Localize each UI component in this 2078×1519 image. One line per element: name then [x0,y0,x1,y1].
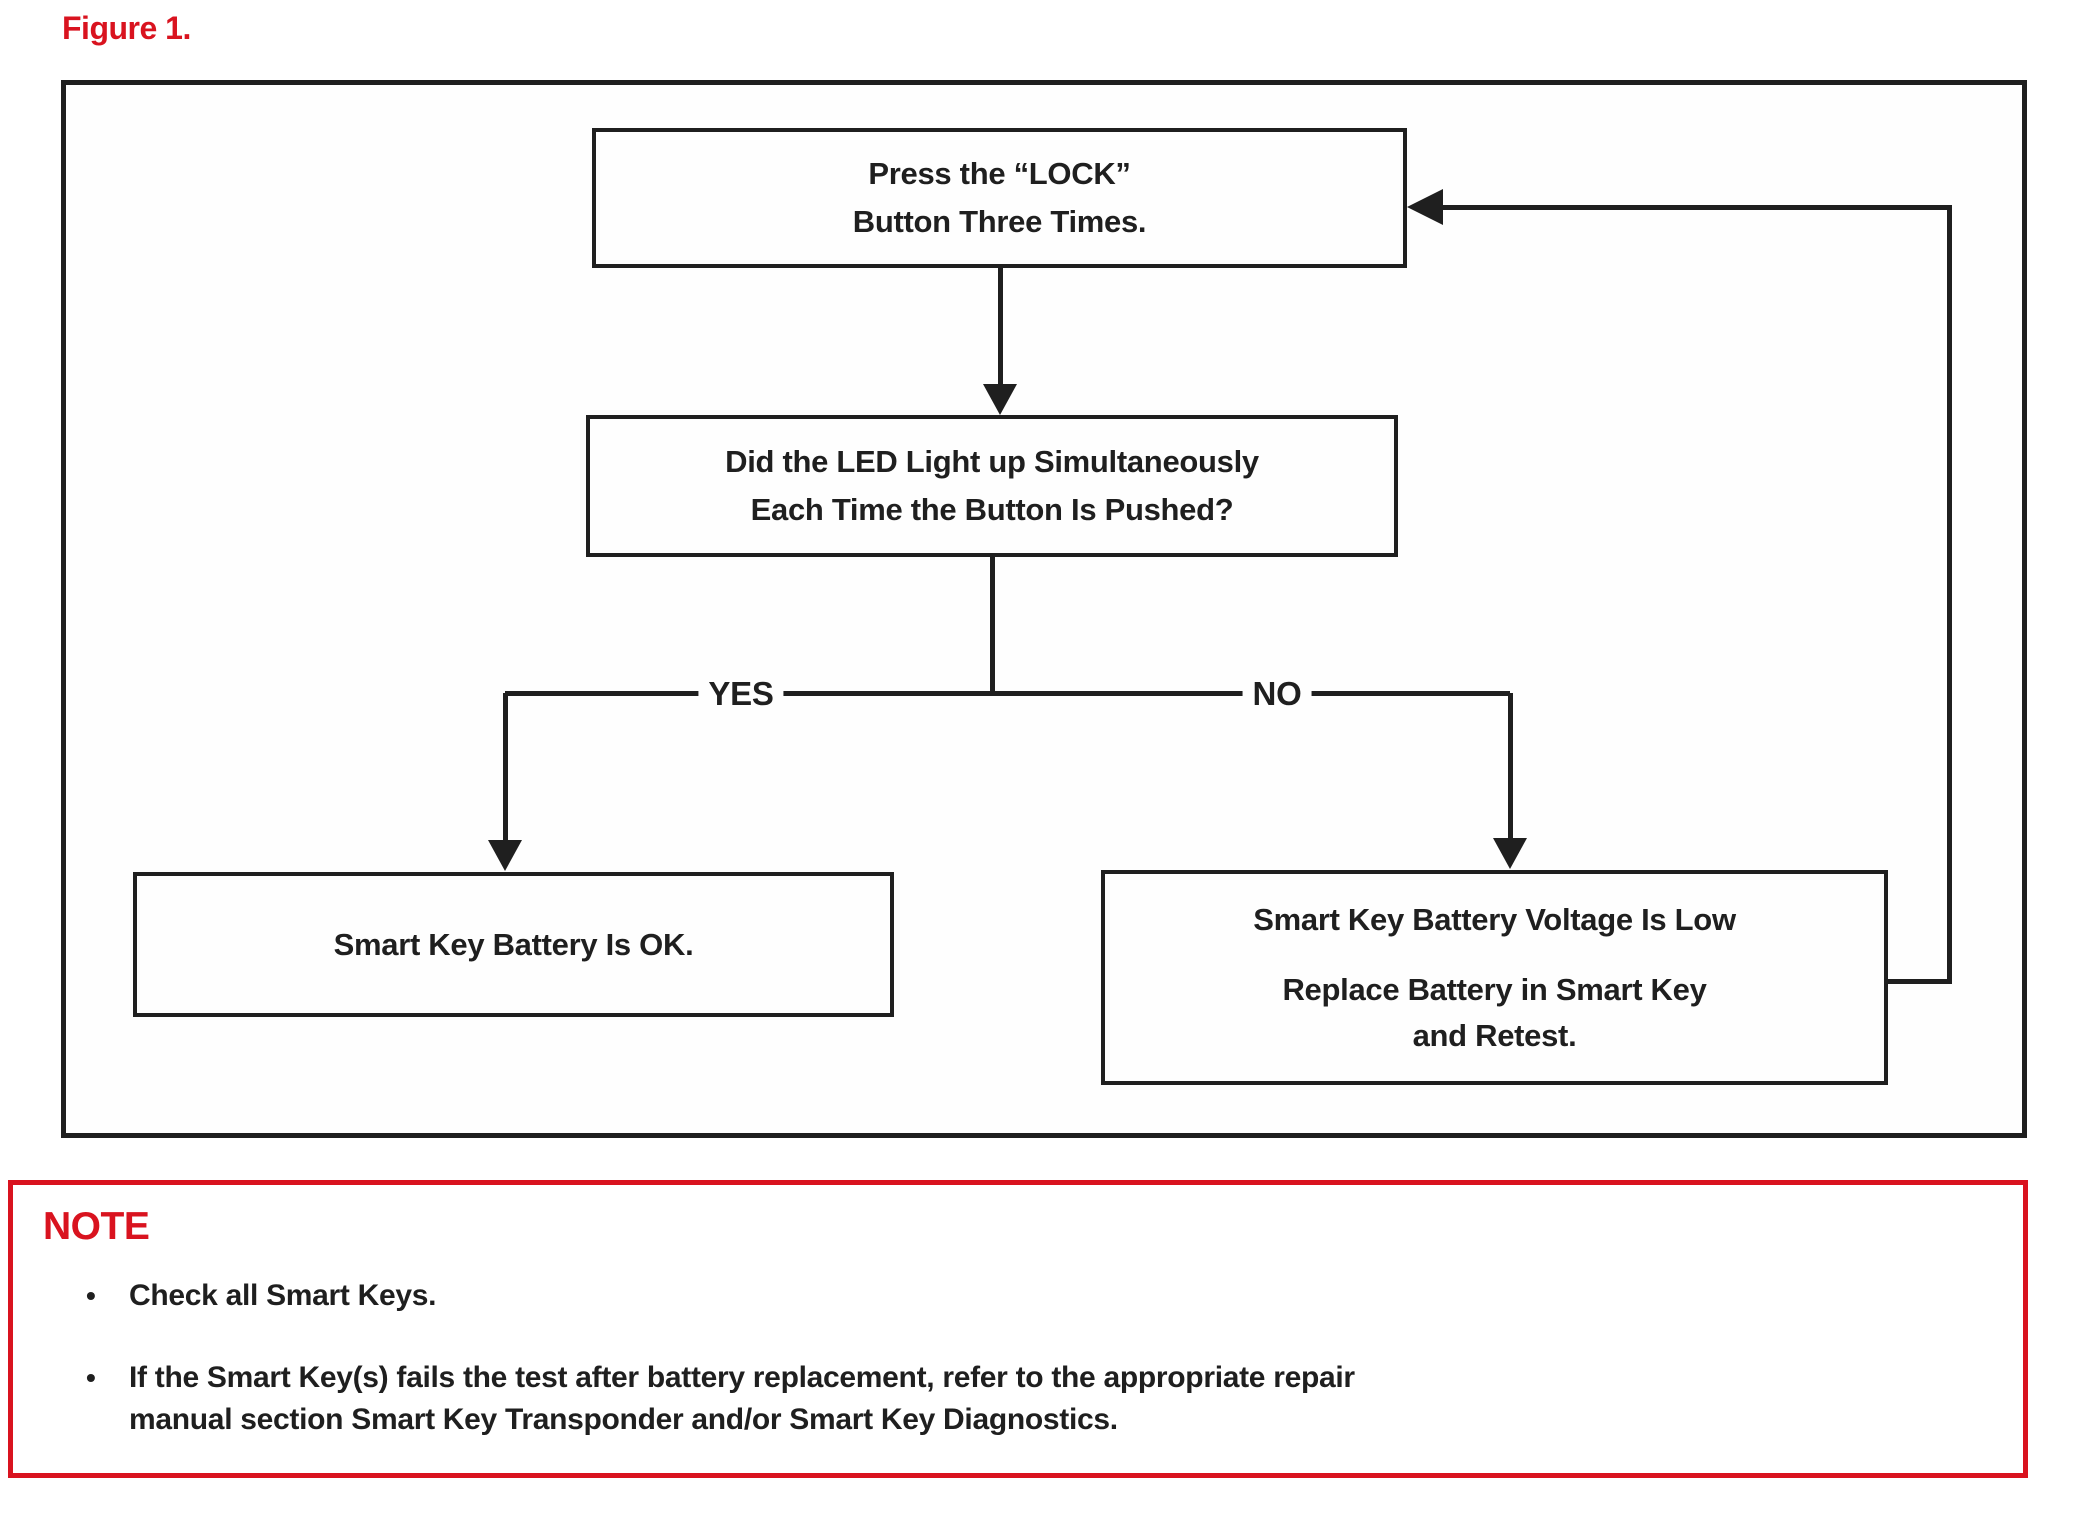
note-bullet-check-keys: • Check all Smart Keys. [86,1275,2023,1317]
flowchart-step-press-lock: Press the “LOCK” Button Three Times. [592,128,1407,268]
decision-led-line1: Did the LED Light up Simultaneously [725,444,1259,479]
connector-loop-vertical [1947,205,1952,984]
connector-step1-to-decision [998,268,1003,386]
note-bullet-retest-failure: • If the Smart Key(s) fails the test aft… [86,1357,2023,1441]
arrowhead-down-to-low-icon [1493,838,1527,869]
connector-branch-rail [505,691,1510,696]
note-bullet1-line1: Check all Smart Keys. [129,1279,437,1312]
note-bullet2-line2: manual section Smart Key Transponder and… [129,1403,1118,1436]
branch-label-no: NO [1242,675,1312,713]
branch-label-yes: YES [698,675,784,713]
step-press-lock-line1: Press the “LOCK” [868,156,1131,191]
arrowhead-down-to-decision-icon [983,384,1017,415]
flowchart-result-battery-low: Smart Key Battery Voltage Is Low Replace… [1101,870,1888,1085]
connector-decision-stem [990,557,995,693]
decision-led-line2: Each Time the Button Is Pushed? [750,492,1234,527]
connector-loop-top [1443,205,1952,210]
connector-loop-from-low-box [1888,979,1952,984]
connector-yes-drop [503,693,508,840]
figure-caption: Figure 1. [62,10,191,46]
step-press-lock-line2: Button Three Times. [852,204,1147,239]
result-low-action-line1: Replace Battery in Smart Key [1282,971,1707,1007]
arrowhead-down-to-ok-icon [488,840,522,871]
flowchart-decision-led: Did the LED Light up Simultaneously Each… [586,415,1398,557]
result-low-heading: Smart Key Battery Voltage Is Low [1253,901,1736,937]
note-list: • Check all Smart Keys. • If the Smart K… [86,1275,2023,1441]
flowchart-result-battery-ok: Smart Key Battery Is OK. [133,872,894,1017]
note-panel: NOTE • Check all Smart Keys. • If the Sm… [8,1180,2028,1478]
arrowhead-left-to-step1-icon [1407,189,1443,225]
note-bullet2-line1: If the Smart Key(s) fails the test after… [129,1361,1355,1394]
result-low-action-line2: and Retest. [1412,1017,1577,1053]
result-battery-ok-text: Smart Key Battery Is OK. [333,926,694,962]
note-title: NOTE [43,1205,150,1248]
bullet-dot-icon: • [86,1280,96,1311]
connector-no-drop [1508,693,1513,838]
bullet-dot-icon: • [86,1362,96,1393]
